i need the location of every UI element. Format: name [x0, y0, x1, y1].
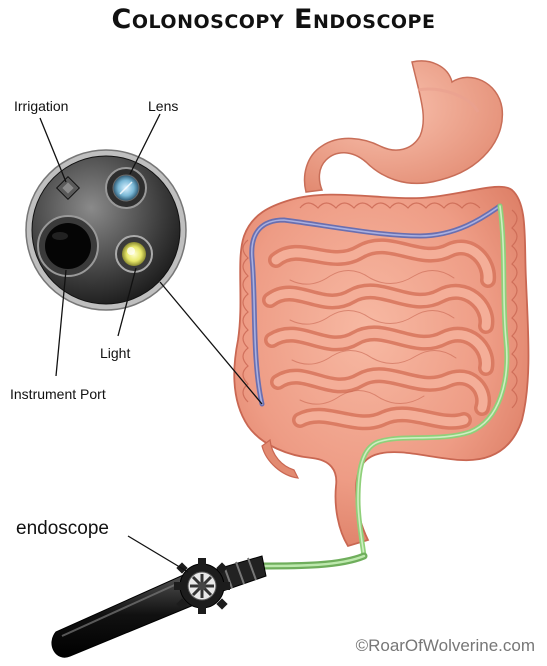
light-source [116, 236, 152, 272]
label-instrument-port: Instrument Port [10, 386, 106, 402]
scope-tube [260, 556, 364, 566]
scope-tip-closeup [26, 150, 186, 310]
endoscope-handle [52, 556, 266, 657]
control-wheel [174, 558, 230, 614]
stomach [305, 61, 503, 192]
label-endoscope: endoscope [16, 518, 109, 540]
copyright-credit: ©RoarOfWolverine.com [356, 636, 535, 656]
instrument-port-opening [38, 216, 98, 276]
label-lens: Lens [148, 98, 178, 114]
label-irrigation: Irrigation [14, 98, 68, 114]
label-light: Light [100, 345, 130, 361]
lens-window [106, 168, 146, 208]
